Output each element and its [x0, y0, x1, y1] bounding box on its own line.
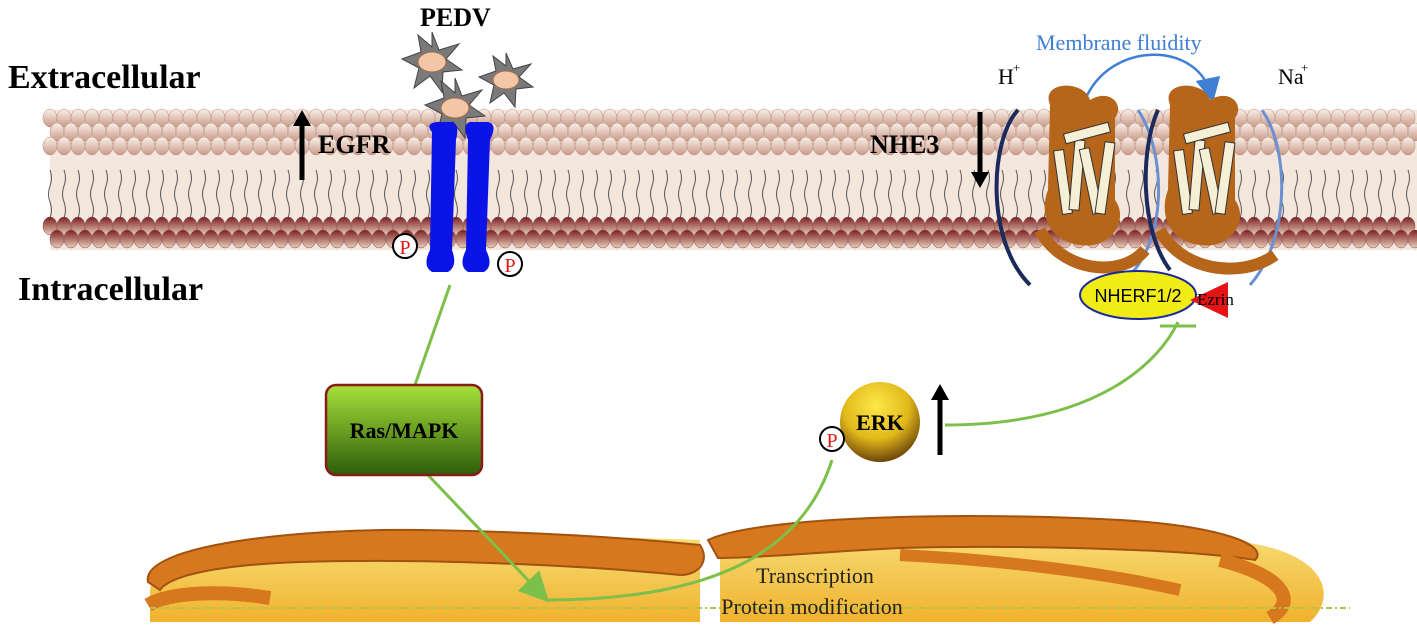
erk-up-arrow-icon	[931, 384, 949, 455]
ezrin-node	[1190, 282, 1228, 318]
svg-text:P: P	[399, 237, 410, 259]
membrane-fluidity-arrow	[1083, 53, 1221, 103]
pedv-virion-icon	[400, 31, 464, 94]
egfr-receptor	[426, 122, 494, 272]
svg-text:+: +	[1013, 60, 1020, 75]
pedv-virion-icon	[477, 52, 535, 109]
svg-text:P: P	[826, 430, 837, 452]
erk-node	[840, 382, 920, 462]
na-ion-label: Na +	[1278, 60, 1308, 89]
svg-text:Na: Na	[1278, 64, 1304, 89]
phospho-badge: P	[392, 233, 418, 259]
membrane-fluidity-label: Membrane fluidity	[1036, 30, 1202, 55]
erk-inhibition-connector	[944, 321, 1180, 427]
ras-mapk-label: Ras/MAPK	[350, 418, 459, 443]
nherf-label: NHERF1/2	[1094, 286, 1181, 306]
nhe3-label: NHE3	[870, 130, 939, 159]
svg-text:P: P	[504, 255, 515, 277]
nhe3-down-arrow-icon	[971, 112, 989, 188]
nucleus-to-erk-connector	[544, 459, 834, 602]
extracellular-label: Extracellular	[8, 59, 201, 96]
intracellular-label: Intracellular	[18, 271, 203, 308]
pedv-label: PEDV	[420, 3, 491, 32]
ras-to-nucleus-arrow	[426, 473, 550, 603]
erk-label: ERK	[856, 410, 904, 435]
transcription-label: Transcription	[756, 563, 874, 588]
nherf-node	[1079, 270, 1197, 320]
ezrin-label: Ezrin	[1197, 290, 1234, 309]
phospho-badge: P	[497, 251, 523, 277]
egfr-to-ras-connector	[413, 284, 452, 386]
phospho-badge: P	[819, 426, 845, 452]
protein-modification-label: Protein modification	[721, 594, 902, 619]
egfr-label: EGFR	[318, 130, 390, 159]
ras-mapk-node	[324, 383, 484, 477]
egfr-up-arrow-icon	[293, 110, 311, 180]
nhe3-transporter	[994, 85, 1161, 287]
nhe3-transporter	[1143, 85, 1284, 286]
svg-text:H: H	[998, 64, 1014, 89]
h-ion-label: H +	[998, 60, 1020, 89]
svg-text:+: +	[1301, 60, 1308, 75]
